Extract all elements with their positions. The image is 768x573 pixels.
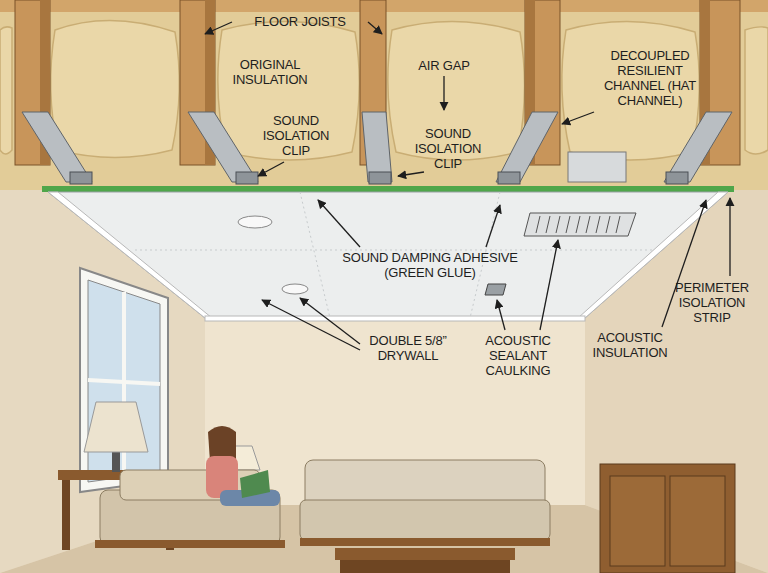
recessed-light [238, 216, 272, 228]
leader-arrows [205, 22, 730, 350]
green-glue-layer [42, 186, 734, 192]
air-vent [524, 213, 636, 236]
callout-label: FLOOR JOISTS [235, 14, 365, 29]
vent-slats [536, 216, 620, 233]
sofa [300, 460, 550, 546]
crown-molding [205, 316, 585, 321]
callout-label: DECOUPLED RESILIENT CHANNEL (HAT CHANNEL… [595, 48, 705, 108]
callout-label: SOUND DAMPING ADHESIVE (GREEN GLUE) [335, 250, 525, 280]
callout-label: ORIGINAL INSULATION [223, 57, 318, 87]
callout-label: SOUND ISOLATION CLIP [256, 113, 336, 158]
window-frame [80, 268, 168, 492]
window-mullion [88, 380, 160, 384]
armchair [95, 470, 285, 548]
recessed-light [282, 284, 308, 294]
duct-box [568, 152, 626, 182]
callout-label: ACOUSTIC SEALANT CAULKING [473, 333, 563, 378]
callout-label: PERIMETER ISOLATION STRIP [667, 280, 757, 325]
callout-label: DOUBLE 5/8” DRYWALL [363, 333, 453, 363]
cabinet [600, 464, 735, 573]
callout-label: SOUND ISOLATION CLIP [408, 126, 488, 171]
coffee-table [335, 548, 515, 573]
insulation-field [0, 0, 768, 192]
electrical-box [485, 284, 506, 295]
reading-woman [206, 426, 280, 506]
callout-label: ACOUSTIC INSULATION [585, 330, 675, 360]
drywall-seams [135, 192, 660, 318]
callout-label: AIR GAP [409, 58, 479, 73]
